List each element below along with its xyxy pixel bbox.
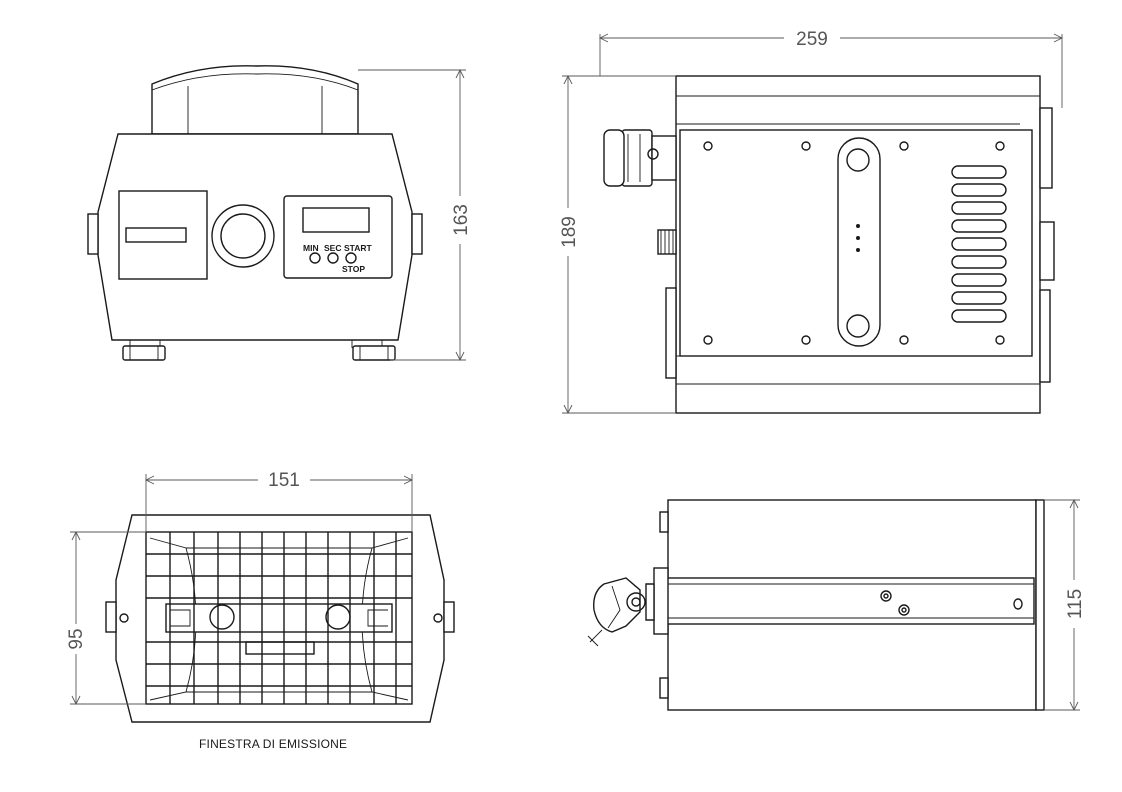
sec-button	[327, 252, 339, 264]
emission-window-view: 151 95 FINESTRA DI EMISSIONE	[64, 466, 455, 751]
side-connector	[621, 129, 653, 187]
panel-label-start: START	[344, 243, 373, 253]
panel-label-stop: STOP	[342, 264, 365, 274]
dimension-151: 151	[268, 470, 300, 491]
start-stop-button	[345, 252, 357, 264]
panel-label-sec: SEC	[324, 243, 341, 253]
emission-window-caption: FINESTRA DI EMISSIONE	[199, 737, 347, 751]
left-side-tab	[87, 213, 99, 255]
window-grid	[169, 532, 397, 704]
panel-label-min: MIN	[303, 243, 319, 253]
left-foot	[122, 345, 166, 361]
timer-display	[302, 207, 370, 233]
side-view: 259 189	[556, 26, 1064, 415]
dimension-259: 259	[796, 29, 828, 50]
carry-handle	[151, 65, 359, 135]
min-button	[309, 252, 321, 264]
dimension-163: 163	[451, 204, 472, 236]
side-handle-slot	[837, 137, 881, 347]
dimension-189: 189	[559, 216, 580, 248]
slot-opening	[125, 227, 187, 243]
control-knob-inner	[220, 213, 266, 259]
dimension-115: 115	[1065, 589, 1086, 619]
bottom-clamp	[593, 577, 641, 633]
bottom-rail	[657, 577, 1035, 625]
right-foot	[352, 345, 396, 361]
side-knob	[657, 229, 677, 255]
bottom-view: 115	[587, 498, 1086, 712]
front-view: MIN SEC START STOP 163	[87, 65, 472, 362]
dimension-95: 95	[66, 628, 87, 649]
control-knob-outer	[211, 204, 275, 268]
right-side-tab	[411, 213, 423, 255]
